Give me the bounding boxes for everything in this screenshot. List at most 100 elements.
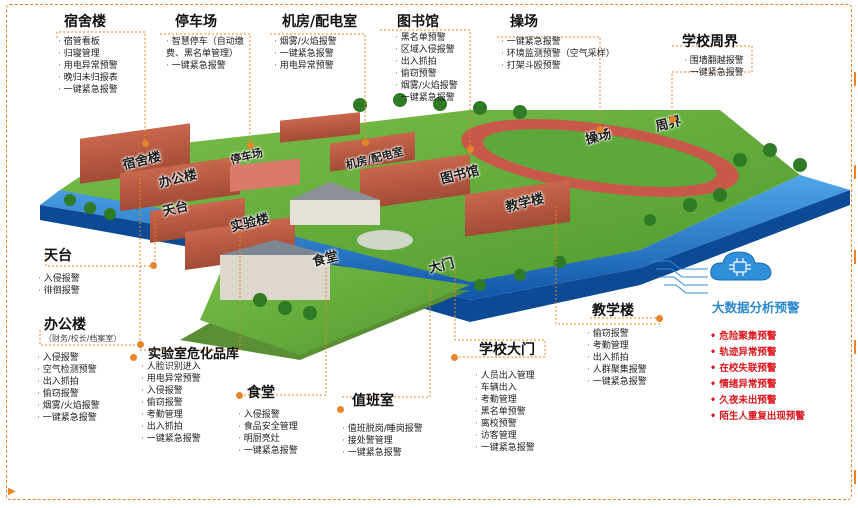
list-item: 入侵报警: [238, 409, 298, 421]
list-item: 接处警管理: [342, 435, 423, 447]
list-item: 入侵报警: [38, 273, 80, 285]
list-item: 出入抓拍: [141, 421, 201, 433]
panel-title-perimeter: 学校周界: [682, 34, 738, 50]
connector-dot: [142, 140, 149, 147]
list-item: 偷窃报警: [141, 397, 201, 409]
connector-dot: [137, 341, 144, 348]
panel-title-dutyroom: 值班室: [352, 393, 394, 409]
edge-marker: [850, 250, 856, 264]
panel-title-lab: 实验室危化品库: [148, 347, 240, 362]
list-item: 人群聚集报警: [587, 364, 647, 376]
alert-item: 久夜未出预警: [710, 393, 805, 409]
plaza: [357, 230, 413, 250]
list-item: 车辆出入: [475, 382, 535, 394]
panel-title-canteen: 食堂: [247, 385, 275, 401]
panel-list-gate: 人员出入管理 车辆出入 考勤管理 黑名单预警 离校预警 访客管理 一键紧急报警: [475, 370, 535, 454]
list-item: 偷窃报警: [37, 388, 100, 400]
panel-list-platform: 入侵报警 徘徊报警: [38, 273, 80, 297]
connector-dot: [236, 392, 243, 399]
list-item: 归寝管理: [58, 48, 118, 60]
connector-dot: [656, 315, 663, 322]
list-item: 考勤管理: [141, 409, 201, 421]
connector-dot: [337, 406, 344, 413]
connector-dot: [247, 142, 254, 149]
list-item: 离校预警: [475, 418, 535, 430]
connector-dot: [467, 146, 474, 153]
list-item: 一键紧急报警: [342, 447, 423, 459]
list-item: 人脸识别进入: [141, 361, 201, 373]
panel-title-playground: 操场: [510, 14, 538, 30]
list-item: 用电异常预警: [274, 60, 337, 72]
connector-dot: [130, 354, 137, 361]
alert-item: 危险聚集预警: [710, 329, 805, 345]
list-item: 访客管理: [475, 430, 535, 442]
list-item: 一键紧急报警: [587, 376, 647, 388]
panel-list-perimeter: 围墙翻越报警 一键紧急报警: [684, 55, 744, 79]
panel-title-gate: 学校大门: [479, 342, 535, 358]
panel-list-parking: 智慧停车（自动缴费、黑名单管理） 一键紧急报警: [166, 36, 256, 72]
list-item: 明厨亮灶: [238, 433, 298, 445]
list-item: 打架斗殴预警: [501, 60, 615, 72]
panel-list-server: 烟雾/火焰报警 一键紧急报警 用电异常预警: [274, 36, 337, 72]
panel-list-dormitory: 宿管看板 归寝管理 用电异常预警 晚归未归报表 一键紧急报警: [58, 36, 118, 96]
building-teaching: [465, 179, 570, 237]
list-item: 考勤管理: [587, 340, 647, 352]
list-item: 偷窃预警: [395, 68, 458, 80]
list-item: 考勤管理: [475, 394, 535, 406]
list-item: 人员出入管理: [475, 370, 535, 382]
alert-item: 轨迹异常预警: [710, 345, 805, 361]
list-item: 一键紧急报警: [37, 412, 100, 424]
list-item: 智慧停车（自动缴费、黑名单管理）: [166, 36, 256, 60]
edge-marker: [850, 340, 856, 354]
list-item: 一键紧急报警: [166, 60, 256, 72]
building-center: [290, 182, 380, 225]
bigdata-title: 大数据分析预警: [712, 300, 800, 315]
panel-list-canteen: 入侵报警 食品安全管理 明厨亮灶 一键紧急报警: [238, 409, 298, 457]
connector-dot: [150, 262, 157, 269]
alert-item: 在校失联预警: [710, 361, 805, 377]
building-server: [330, 131, 415, 172]
corner-arrow-icon: ▶: [8, 486, 16, 497]
list-item: 晚归未归报表: [58, 72, 118, 84]
list-item: 黑名单预警: [395, 32, 458, 44]
list-item: 一键紧急报警: [141, 433, 201, 445]
list-item: 徘徊报警: [38, 285, 80, 297]
connector-dot: [451, 354, 458, 361]
list-item: 一键紧急报警: [58, 84, 118, 96]
list-item: 围墙翻越报警: [684, 55, 744, 67]
panel-list-dutyroom: 值班脱岗/睡岗报警 接处警管理 一键紧急报警: [342, 423, 423, 459]
list-item: 一键紧急报警: [238, 445, 298, 457]
edge-marker: [850, 470, 856, 484]
alert-item: 陌生人重复出现预警: [710, 409, 805, 425]
building-parking: [230, 158, 300, 192]
panel-title-platform: 天台: [44, 248, 72, 264]
list-item: 食品安全管理: [238, 421, 298, 433]
building-office: [120, 156, 240, 212]
list-item: 出入抓拍: [395, 56, 458, 68]
list-item: 黑名单预警: [475, 406, 535, 418]
list-item: 一键紧急报警: [501, 36, 615, 48]
panel-title-server: 机房/配电室: [282, 14, 358, 30]
panel-title-office: 办公楼: [44, 317, 86, 333]
list-item: 出入抓拍: [587, 352, 647, 364]
list-item: 宿管看板: [58, 36, 118, 48]
panel-title-dormitory: 宿舍楼: [64, 14, 106, 30]
panel-list-office: 入侵报警 空气检测预警 出入抓拍 偷窃报警 烟雾/火焰报警 一键紧急报警: [37, 352, 100, 424]
panel-title-library: 图书馆: [397, 14, 439, 30]
connector-dot: [669, 116, 676, 123]
list-item: 入侵报警: [37, 352, 100, 364]
list-item: 用电异常预警: [58, 60, 118, 72]
list-item: 一键紧急报警: [475, 442, 535, 454]
football-field: [483, 129, 717, 187]
list-item: 用电异常预警: [141, 373, 201, 385]
list-item: 空气检测预警: [37, 364, 100, 376]
panel-title-teaching: 教学楼: [592, 303, 634, 319]
cloud-chip-icon: [710, 251, 772, 281]
list-item: 烟雾/火焰报警: [274, 36, 337, 48]
building-library: [360, 153, 470, 210]
edge-marker: [850, 72, 856, 86]
list-item: 烟雾/火焰报警: [395, 80, 458, 92]
list-item: 出入抓拍: [37, 376, 100, 388]
